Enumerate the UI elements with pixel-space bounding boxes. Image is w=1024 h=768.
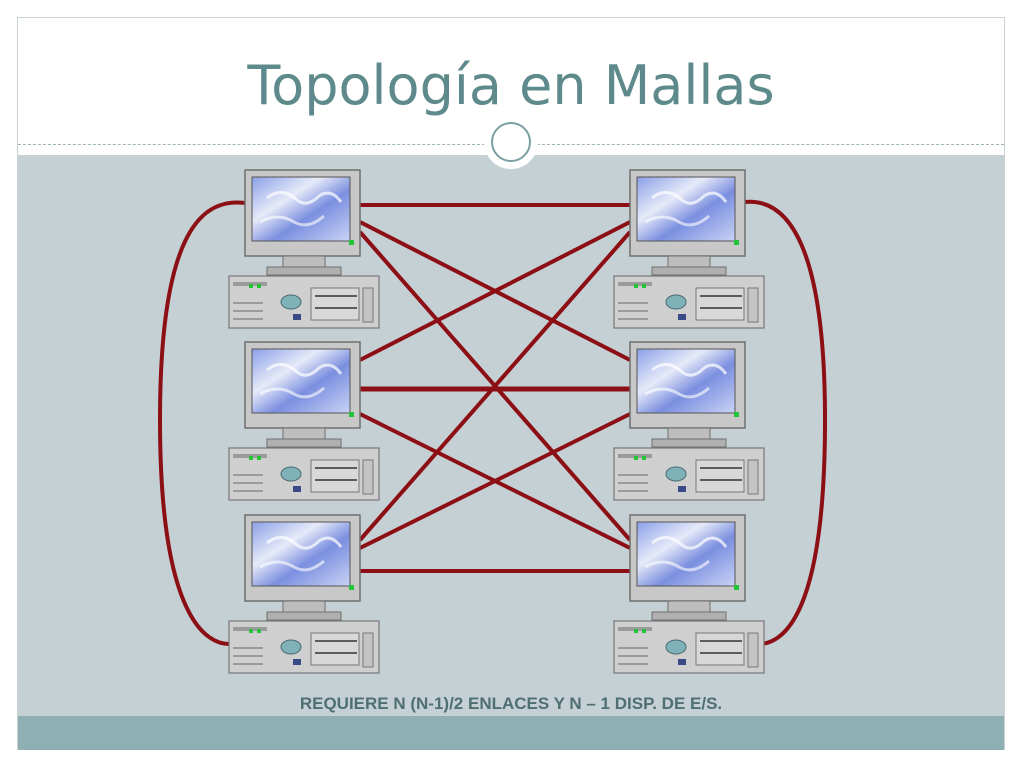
- footer-band: [18, 716, 1004, 750]
- pc-right-2: [612, 340, 766, 502]
- link-l1-l3-arc: [157, 200, 246, 647]
- pc-left-1: [227, 168, 381, 330]
- link-l3-r2: [359, 412, 631, 550]
- pc-right-3: [612, 513, 766, 675]
- pc-left-3: [227, 513, 381, 675]
- circle-ornament-ring: [491, 122, 531, 162]
- link-r1-r3-arc: [744, 199, 828, 646]
- mesh-links: [157, 199, 828, 647]
- link-l2-r1: [359, 220, 631, 362]
- slide-caption: REQUIERE N (N-1)/2 ENLACES Y N – 1 DISP.…: [299, 694, 723, 713]
- pc-right-1: [612, 168, 766, 330]
- slide-title: Topología en Mallas: [247, 54, 775, 117]
- link-l3-r1: [358, 230, 632, 542]
- circle-ornament-icon: [484, 115, 538, 169]
- pc-left-2: [227, 340, 381, 502]
